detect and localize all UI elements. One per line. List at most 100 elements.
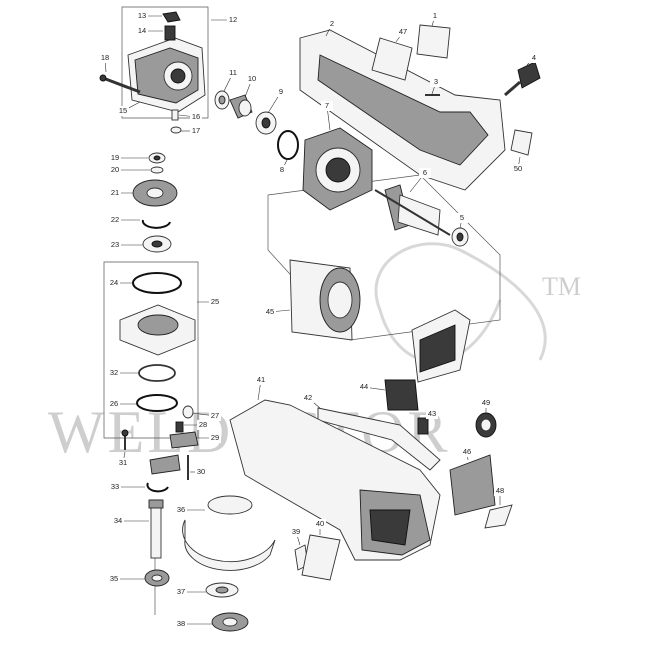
- spring-43: [417, 417, 429, 435]
- callout-label-36: 36: [177, 505, 185, 514]
- callout-label-11: 11: [229, 68, 237, 77]
- pin-16: [171, 109, 179, 121]
- callout-labels: 1234567891011121314151617181920212223242…: [99, 11, 540, 629]
- callout-label-34: 34: [114, 516, 122, 525]
- callout-label-31: 31: [119, 458, 127, 467]
- callout-label-8: 8: [280, 165, 284, 174]
- washer-17: [170, 126, 182, 134]
- callout-label-45: 45: [266, 307, 274, 316]
- lock-nut-38: [211, 612, 249, 632]
- callout-label-6: 6: [423, 168, 427, 177]
- callout-bg-46: [461, 447, 473, 457]
- spring-28: [175, 421, 184, 433]
- bolt-18: [99, 74, 141, 94]
- bearing-5: [451, 227, 469, 247]
- callout-label-43: 43: [428, 409, 436, 418]
- callout-label-46: 46: [463, 447, 471, 456]
- wheel-guard-36: [182, 495, 276, 571]
- plate-40: [301, 534, 341, 581]
- callout-bg-11: [227, 68, 239, 78]
- callout-label-33: 33: [111, 482, 119, 491]
- watermark-trademark: TM: [542, 272, 581, 301]
- callout-bg-47: [397, 27, 409, 37]
- callout-bg-22: [109, 215, 121, 225]
- callout-label-30: 30: [197, 467, 205, 476]
- lock-pin-27: [182, 405, 194, 419]
- callout-label-28: 28: [199, 420, 207, 429]
- callout-bg-41: [255, 375, 267, 385]
- callout-bg-48: [494, 486, 506, 496]
- callout-label-27: 27: [211, 411, 219, 420]
- callout-label-47: 47: [399, 27, 407, 36]
- callout-bg-50: [512, 164, 524, 174]
- callout-bg-21: [109, 188, 121, 198]
- callout-label-17: 17: [192, 126, 200, 135]
- labyrinth-35: [144, 569, 170, 587]
- callout-bg-27: [209, 411, 221, 421]
- callout-label-7: 7: [325, 101, 329, 110]
- retaining-ring-22: [141, 219, 171, 229]
- gear-housing-group-box: [121, 6, 209, 119]
- callout-bg-26: [108, 399, 120, 409]
- inner-flange-37: [205, 582, 239, 598]
- callout-label-5: 5: [460, 213, 464, 222]
- callout-label-15: 15: [119, 106, 127, 115]
- callout-label-29: 29: [211, 433, 219, 442]
- callout-label-3: 3: [434, 77, 438, 86]
- callout-label-48: 48: [496, 486, 504, 495]
- callout-label-9: 9: [279, 87, 283, 96]
- callout-bg-23: [109, 240, 121, 250]
- retaining-ring-32: [138, 364, 176, 382]
- ball-bearing-23: [142, 235, 172, 253]
- callout-label-20: 20: [111, 165, 119, 174]
- callout-label-39: 39: [292, 527, 300, 536]
- callout-label-10: 10: [248, 74, 256, 83]
- callout-bg-24: [108, 278, 120, 288]
- pinion-10: [229, 94, 253, 119]
- callout-bg-5: [456, 213, 468, 223]
- callout-bg-19: [109, 153, 121, 163]
- callout-bg-29: [209, 433, 221, 443]
- callout-bg-35: [108, 574, 120, 584]
- bearing-box: [119, 304, 196, 356]
- label-1: [416, 24, 451, 59]
- nut-19: [148, 152, 166, 164]
- callout-bg-25: [209, 297, 221, 307]
- bearing-9: [255, 111, 277, 135]
- callout-bg-30: [195, 467, 207, 477]
- callout-label-40: 40: [316, 519, 324, 528]
- label-50: [510, 129, 533, 156]
- callout-label-38: 38: [177, 619, 185, 628]
- callout-bg-9: [275, 87, 287, 97]
- callout-bg-12: [227, 15, 239, 25]
- callout-bg-16: [190, 112, 202, 122]
- lever-29: [169, 431, 199, 449]
- callout-bg-4: [528, 53, 540, 63]
- switch-4: [504, 61, 541, 97]
- callout-bg-6: [419, 168, 431, 178]
- callout-label-41: 41: [257, 375, 265, 384]
- callout-bg-10: [246, 74, 258, 84]
- callout-bg-33: [109, 482, 121, 492]
- callout-label-2: 2: [330, 19, 334, 28]
- o-ring-24: [132, 272, 182, 294]
- callout-bg-44: [358, 382, 370, 392]
- callout-bg-43: [426, 409, 438, 419]
- callout-bg-28: [197, 420, 209, 430]
- label-47: [371, 37, 413, 81]
- callout-label-49: 49: [482, 398, 490, 407]
- screw-31: [121, 429, 129, 450]
- callout-label-32: 32: [110, 368, 118, 377]
- o-ring-8: [277, 130, 299, 160]
- knob-49: [475, 412, 497, 438]
- spiral-bevel-gear-21: [132, 179, 178, 207]
- callout-bg-17: [190, 126, 202, 136]
- callout-label-22: 22: [111, 215, 119, 224]
- callout-label-16: 16: [192, 112, 200, 121]
- callout-label-1: 1: [433, 11, 437, 20]
- callout-bg-15: [117, 106, 129, 116]
- callout-bg-37: [175, 587, 187, 597]
- callout-bg-8: [276, 165, 288, 175]
- callout-label-21: 21: [111, 188, 119, 197]
- callout-bg-3: [430, 77, 442, 87]
